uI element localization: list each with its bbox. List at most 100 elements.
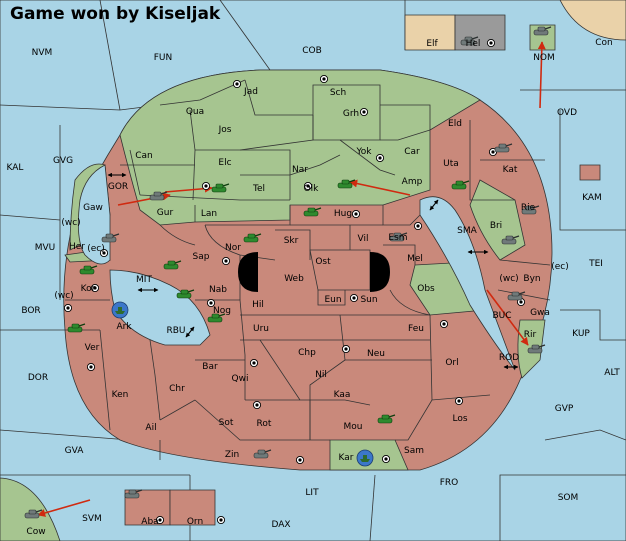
label-amp: Amp — [402, 177, 423, 187]
label-mit: MIT — [136, 275, 152, 285]
label-car: Car — [404, 147, 420, 157]
label-ec1: (ec) — [87, 244, 105, 254]
label-hel: Hel — [466, 39, 481, 49]
move-arrows — [37, 41, 546, 517]
label-gvg: GVG — [53, 156, 73, 166]
label-ken: Ken — [112, 390, 129, 400]
label-fun: FUN — [154, 53, 173, 63]
label-kar: Kar — [339, 453, 354, 463]
label-uru: Uru — [253, 324, 269, 334]
label-orn: Orn — [187, 517, 203, 527]
label-orl: Orl — [445, 358, 458, 368]
label-sam: Sam — [404, 446, 424, 456]
label-gaw: Gaw — [83, 203, 103, 213]
label-mou: Mou — [344, 422, 363, 432]
label-hug: Hug — [334, 209, 352, 219]
label-rod: ROD — [499, 353, 519, 363]
label-chr: Chr — [169, 384, 185, 394]
label-olk: Olk — [304, 184, 320, 194]
province-labels: NVM FUN COB Elf Hel Con NOM OVD KAL GVG … — [7, 38, 621, 537]
label-qwi: Qwi — [232, 374, 249, 384]
label-nar: Nar — [292, 165, 308, 175]
label-eun: Eun — [324, 295, 341, 305]
label-nab: Nab — [209, 285, 227, 295]
label-sap: Sap — [193, 252, 210, 262]
label-elf: Elf — [426, 39, 438, 49]
label-aba: Aba — [141, 517, 158, 527]
label-neu: Neu — [367, 349, 385, 359]
label-cow: Cow — [26, 527, 45, 537]
island-ring — [63, 69, 553, 471]
label-kor: Kor — [81, 284, 96, 294]
label-eld: Eld — [448, 119, 462, 129]
label-ec2: (ec) — [551, 262, 569, 272]
label-mvu: MVU — [35, 243, 56, 253]
label-sun: Sun — [360, 295, 377, 305]
label-cob: COB — [302, 46, 322, 56]
label-ark: Ark — [116, 322, 132, 332]
label-elc: Elc — [218, 158, 231, 168]
label-ail: Ail — [145, 423, 156, 433]
label-web: Web — [284, 274, 304, 284]
label-rir: Rir — [524, 330, 537, 340]
label-nom: NOM — [533, 53, 555, 63]
label-byn: Byn — [523, 274, 540, 284]
label-nvm: NVM — [32, 48, 53, 58]
label-alt: ALT — [604, 368, 620, 378]
label-lan: Lan — [201, 209, 217, 219]
label-jad: Jad — [243, 87, 258, 97]
label-kup: KUP — [572, 329, 590, 339]
label-tei: TEI — [588, 259, 603, 269]
label-jos: Jos — [218, 125, 232, 135]
label-wc2: (wc) — [54, 291, 73, 301]
label-sch: Sch — [330, 88, 346, 98]
label-bri: Bri — [490, 221, 502, 231]
label-gvp: GVP — [555, 404, 574, 414]
label-ver: Ver — [85, 343, 100, 353]
label-uta: Uta — [443, 159, 459, 169]
label-nor: Nor — [225, 243, 241, 253]
label-wc3: (wc) — [499, 274, 518, 284]
label-yok: Yok — [355, 147, 372, 157]
label-bor: BOR — [21, 306, 40, 316]
label-esm: Esm — [388, 233, 407, 243]
label-can: Can — [135, 151, 153, 161]
label-gva: GVA — [65, 446, 85, 456]
label-rbu: RBU — [166, 326, 185, 336]
channel-arrows — [107, 172, 519, 370]
label-buc: BUC — [492, 311, 511, 321]
label-hil: Hil — [252, 300, 264, 310]
label-rot: Rot — [257, 419, 272, 429]
label-gor: GOR — [108, 182, 128, 192]
label-kam: KAM — [582, 193, 602, 203]
label-con: Con — [595, 38, 613, 48]
label-ovd: OVD — [557, 108, 577, 118]
label-kal: KAL — [7, 163, 24, 173]
label-her: Her — [69, 242, 85, 252]
label-gur: Gur — [157, 208, 174, 218]
label-sma: SMA — [457, 226, 477, 236]
label-ost: Ost — [315, 257, 331, 267]
label-mel: Mel — [407, 254, 423, 264]
label-wc1: (wc) — [61, 218, 80, 228]
label-dax: DAX — [271, 520, 290, 530]
label-feu: Feu — [408, 324, 424, 334]
label-tel: Tel — [252, 184, 265, 194]
supply-centers — [63, 38, 526, 525]
label-sot: Sot — [219, 418, 234, 428]
label-kat: Kat — [503, 165, 518, 175]
label-bar: Bar — [202, 362, 218, 372]
label-vil: Vil — [358, 234, 369, 244]
page-title: Game won by Kiseljak — [10, 4, 221, 24]
label-grh: Grh — [343, 109, 359, 119]
label-skr: Skr — [284, 236, 299, 246]
label-qua: Qua — [186, 107, 204, 117]
label-nog: Nog — [213, 306, 231, 316]
label-gwa: Gwa — [530, 308, 550, 318]
label-rie: Rie — [521, 203, 536, 213]
label-svm: SVM — [82, 514, 102, 524]
label-los: Los — [452, 414, 467, 424]
label-kaa: Kaa — [334, 390, 351, 400]
label-dor: DOR — [28, 373, 48, 383]
